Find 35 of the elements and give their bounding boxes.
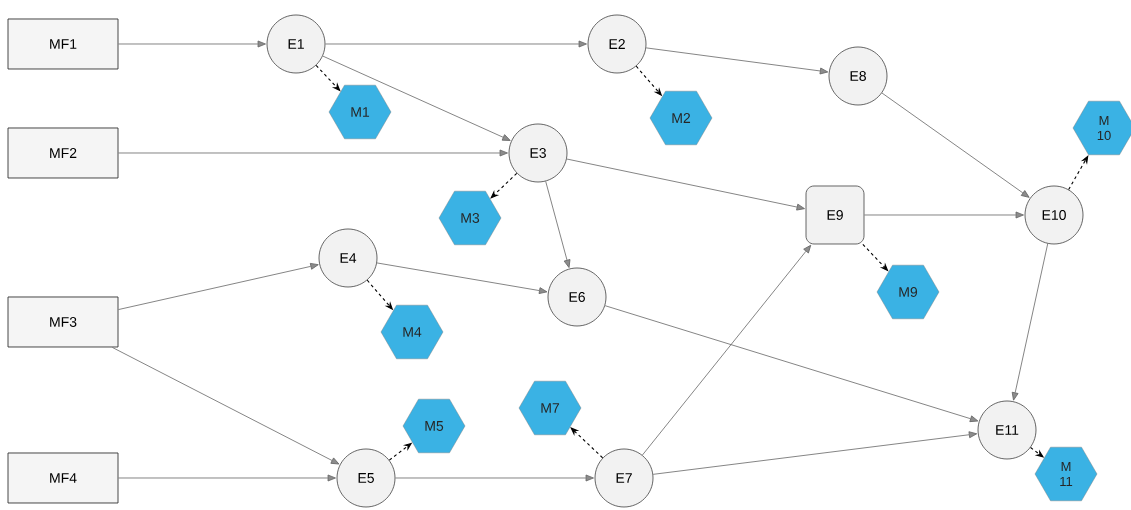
process-box: MF3 [7, 296, 119, 348]
hexagon: M4 [380, 304, 444, 360]
arrow [645, 47, 829, 75]
arrow [325, 40, 587, 48]
hexagon: M9 [876, 264, 940, 320]
hexagon: M7 [518, 380, 582, 436]
arrow [642, 244, 812, 456]
arrow [1068, 155, 1089, 191]
arrow [395, 474, 594, 482]
hexagon: M3 [438, 190, 502, 246]
arrow [118, 263, 319, 310]
hexagon: M5 [402, 398, 466, 454]
arrow [322, 55, 511, 141]
arrow [652, 431, 978, 475]
process-box: MF4 [7, 452, 119, 504]
arrow [118, 474, 336, 482]
process-box: MF1 [7, 18, 119, 70]
arrow [118, 149, 508, 157]
hexagon: M2 [649, 90, 713, 146]
arrow [604, 305, 979, 423]
arrow [111, 347, 340, 465]
arrow [376, 262, 548, 294]
arrow [490, 172, 518, 199]
hexagon: M 11 [1034, 446, 1098, 502]
arrow [118, 40, 266, 48]
hexagon: M 10 [1072, 100, 1131, 156]
arrow [570, 427, 604, 459]
process-box: MF2 [7, 127, 119, 179]
arrow [566, 158, 805, 211]
hexagon: M1 [328, 84, 392, 140]
arrow [545, 180, 571, 268]
arrow [881, 92, 1030, 198]
arrow [864, 211, 1024, 219]
arrow [1011, 243, 1049, 401]
rounded-box: E9 [805, 185, 865, 245]
